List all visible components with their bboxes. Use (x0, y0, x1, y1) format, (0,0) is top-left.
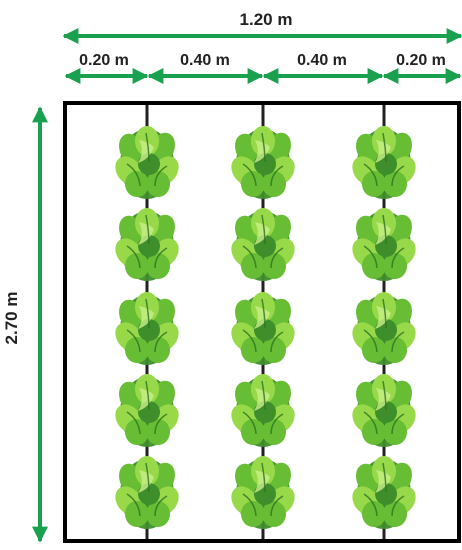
plant-grid (115, 126, 416, 529)
lettuce-plant-icon-r4-c2 (231, 374, 295, 447)
lettuce-plant-icon-r1-c1 (115, 126, 179, 199)
lettuce-plant-icon-r3-c2 (231, 292, 295, 365)
lettuce-plant-icon-r1-c3 (352, 126, 416, 199)
lettuce-plant-icon-r5-c1 (115, 456, 179, 529)
lettuce-plant-icon-r2-c1 (115, 208, 179, 281)
lettuce-plant-icon-r5-c2 (231, 456, 295, 529)
lettuce-plant-icon-r2-c2 (231, 208, 295, 281)
lettuce-plant-icon-r4-c3 (352, 374, 416, 447)
lettuce-plant-icon-r5-c3 (352, 456, 416, 529)
height-label: 2.70 m (2, 292, 21, 345)
segment-label-4: 0.20 m (396, 52, 446, 69)
lettuce-plant-icon-r2-c3 (352, 208, 416, 281)
lettuce-plant-icon-r3-c3 (352, 292, 416, 365)
lettuce-plant-icon-r3-c1 (115, 292, 179, 365)
lettuce-plant-icon-r4-c1 (115, 374, 179, 447)
segment-label-3: 0.40 m (297, 52, 347, 69)
segment-label-2: 0.40 m (180, 52, 230, 69)
lettuce-plant-icon-r1-c2 (231, 126, 295, 199)
total-width-label: 1.20 m (240, 10, 293, 29)
segment-label-1: 0.20 m (79, 52, 129, 69)
